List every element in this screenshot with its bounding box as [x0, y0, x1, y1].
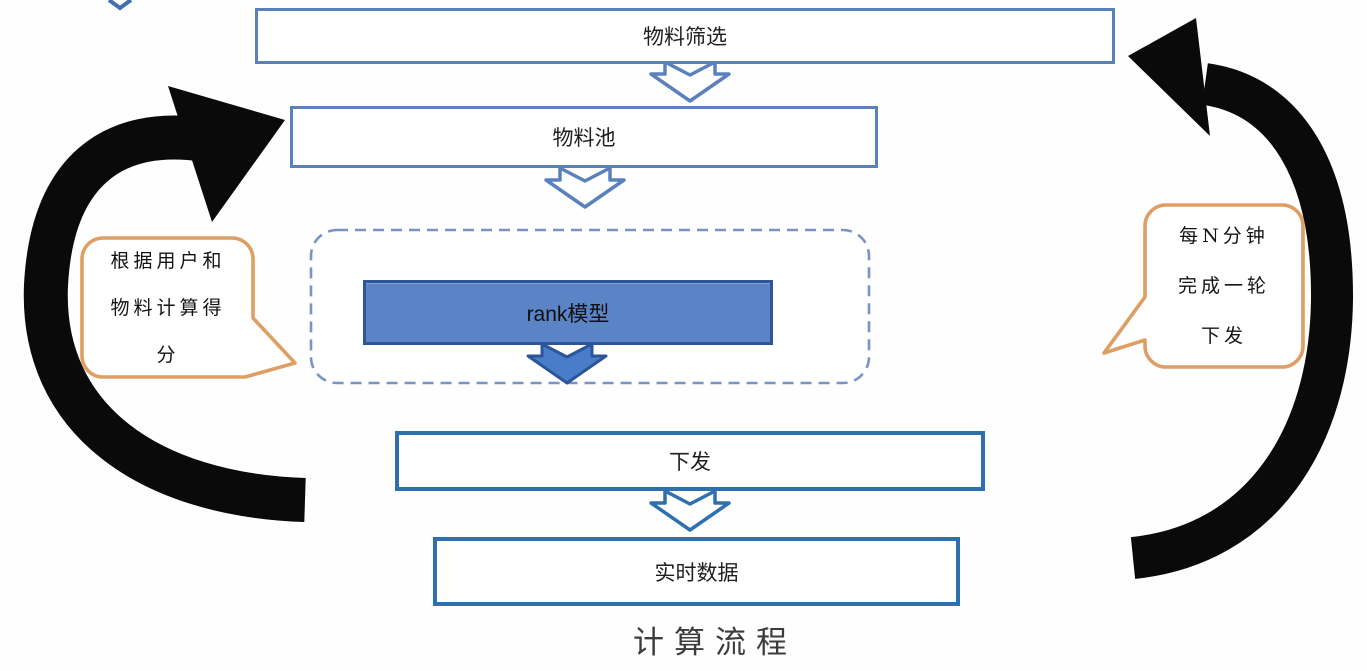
node-realtime-data: 实时数据 [433, 537, 960, 606]
node-rank-model: rank模型 [363, 280, 773, 345]
speech-bubble-right [1102, 203, 1305, 369]
node-rank-model-label: rank模型 [526, 302, 610, 326]
flow-arrow-filter-to-pool-icon [649, 60, 731, 103]
flow-arrow-pool-to-rank-icon [544, 166, 626, 209]
speech-right-line-3: 下发 [1200, 325, 1247, 347]
speech-left-line-3: 分 [156, 343, 180, 366]
speech-left-line-1: 根据用户和 [110, 249, 226, 272]
node-material-filter: 物料筛选 [255, 8, 1115, 64]
clipped-arrow-tip-icon [107, 0, 133, 11]
node-realtime-data-label: 实时数据 [654, 561, 739, 585]
node-material-pool-label: 物料池 [552, 127, 616, 150]
cycle-arrow-right-icon [1128, 18, 1354, 579]
node-deliver-label: 下发 [669, 451, 711, 474]
cycle-arrow-left-icon [23, 86, 306, 522]
speech-left-line-2: 物料计算得 [110, 296, 226, 319]
speech-bubble-right-text: 每N分钟 完成一轮 下发 [1150, 210, 1298, 362]
speech-bubble-left [80, 236, 297, 379]
node-material-pool: 物料池 [290, 106, 878, 168]
diagram-caption: 计算流程 [633, 625, 797, 661]
speech-right-line-1: 每N分钟 [1179, 225, 1269, 247]
speech-right-line-2: 完成一轮 [1177, 275, 1270, 297]
node-deliver: 下发 [395, 431, 985, 491]
node-material-filter-label: 物料筛选 [643, 26, 727, 49]
flow-arrow-deliver-to-data-icon [649, 489, 731, 532]
speech-bubble-left-text: 根据用户和 物料计算得 分 [88, 242, 248, 374]
